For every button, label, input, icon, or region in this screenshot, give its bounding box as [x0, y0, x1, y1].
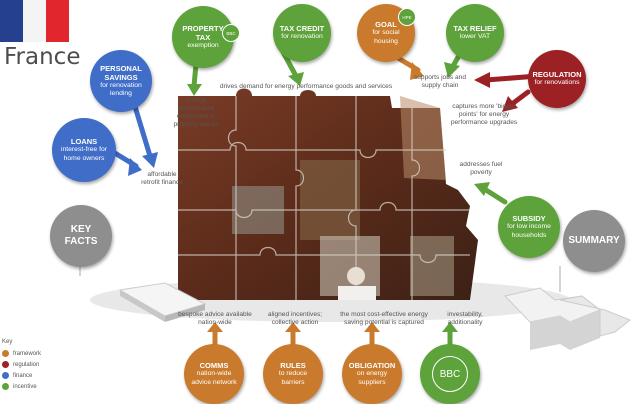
legend-framework: framework [13, 350, 42, 357]
goal-sub: for social housing [372, 29, 400, 45]
arrow-regulation-2 [509, 89, 531, 107]
legend-title: Key [2, 339, 13, 345]
property-tax-title: PROPERTY TAX [182, 23, 224, 42]
comms-circle[interactable]: COMMS nation-wide advice network [184, 344, 244, 404]
legend-dot-regulation [2, 361, 9, 368]
country-title: France [4, 44, 81, 70]
obligation-circle[interactable]: OBLIGATION on energy suppliers [342, 344, 402, 404]
label-cost-effective: the most cost-effective energy saving po… [340, 311, 428, 326]
comms-title: COMMS [199, 361, 229, 370]
tax-credit-title: TAX CREDIT [279, 24, 325, 34]
regulation-title: REGULATION [532, 70, 582, 80]
legend-dot-framework [2, 350, 9, 357]
obligation-title: OBLIGATION [348, 361, 396, 370]
rules-title: RULES [280, 361, 306, 370]
tax-credit-circle[interactable]: TAX CREDIT for renovation [273, 4, 331, 62]
personal-savings-title: PERSONAL SAVINGS [100, 63, 142, 82]
regulation-sub: for renovations [534, 79, 580, 87]
loans-sub: interest-free for home owners [60, 146, 108, 162]
label-captures-more: captures more 'bigger points' for energy… [450, 103, 518, 126]
regulation-circle[interactable]: REGULATION for renovations [528, 50, 586, 108]
arrow-property-tax [191, 61, 199, 89]
subsidy-sub: for low income households [507, 223, 551, 239]
bbc-title: BBC [432, 356, 468, 392]
loans-title: LOANS [70, 137, 98, 146]
summary-button[interactable]: SUMMARY [563, 210, 625, 272]
tax-relief-sub: lower VAT [459, 33, 491, 41]
summary-title: SUMMARY [568, 235, 620, 246]
subsidy-title: SUBSIDY [512, 214, 546, 223]
label-aligned-incentives: aligned incentives; collective action [267, 311, 323, 326]
legend-incentive: incentive [13, 383, 37, 390]
personal-savings-circle[interactable]: PERSONAL SAVINGS for renovation lending [90, 50, 152, 112]
legend-finance: finance [13, 372, 33, 379]
tax-credit-sub: for renovation [281, 33, 323, 41]
label-affordable: affordable retrofit finance [141, 171, 183, 186]
legend-dot-finance [2, 372, 9, 379]
label-supports-jobs: supports jobs and supply chain [413, 74, 467, 89]
loans-circle[interactable]: LOANS interest-free for home owners [52, 118, 116, 182]
personal-savings-sub: for renovation lending [100, 81, 142, 98]
legend-dot-incentive [2, 383, 9, 390]
label-addresses-fuel: addresses fuel poverty [459, 161, 503, 176]
property-tax-sub: exemption [187, 41, 219, 49]
france-flag [0, 0, 69, 42]
legend-regulation: regulation [13, 361, 40, 368]
hpe-badge: HPE [398, 8, 416, 26]
legend: Key framework regulation finance incenti… [2, 339, 41, 392]
bbc-circle[interactable]: BBC [420, 344, 480, 404]
tax-relief-title: TAX RELIEF [453, 24, 497, 34]
label-energy-performance: energy performance embedded in property … [173, 97, 219, 128]
key-facts-title: KEY FACTS [64, 224, 98, 247]
rules-sub: to reduce barriers [278, 370, 308, 386]
subsidy-circle[interactable]: SUBSIDY for low income households [498, 196, 560, 258]
bbc-badge: BBC [222, 24, 240, 42]
label-drives-demand: drives demand for energy performance goo… [219, 83, 393, 90]
rules-circle[interactable]: RULES to reduce barriers [263, 344, 323, 404]
obligation-sub: on energy suppliers [356, 370, 388, 386]
key-facts-button[interactable]: KEY FACTS [50, 205, 112, 267]
goal-title: GOAL [375, 20, 397, 29]
label-investability: investability, additionality [447, 311, 483, 326]
puzzle-lines [178, 96, 470, 300]
comms-sub: nation-wide advice network [191, 370, 237, 386]
label-bespoke-advice: bespoke advice available nation-wide [178, 311, 252, 326]
tax-relief-circle[interactable]: TAX RELIEF lower VAT [446, 4, 504, 62]
arrow-subsidy [483, 187, 508, 205]
